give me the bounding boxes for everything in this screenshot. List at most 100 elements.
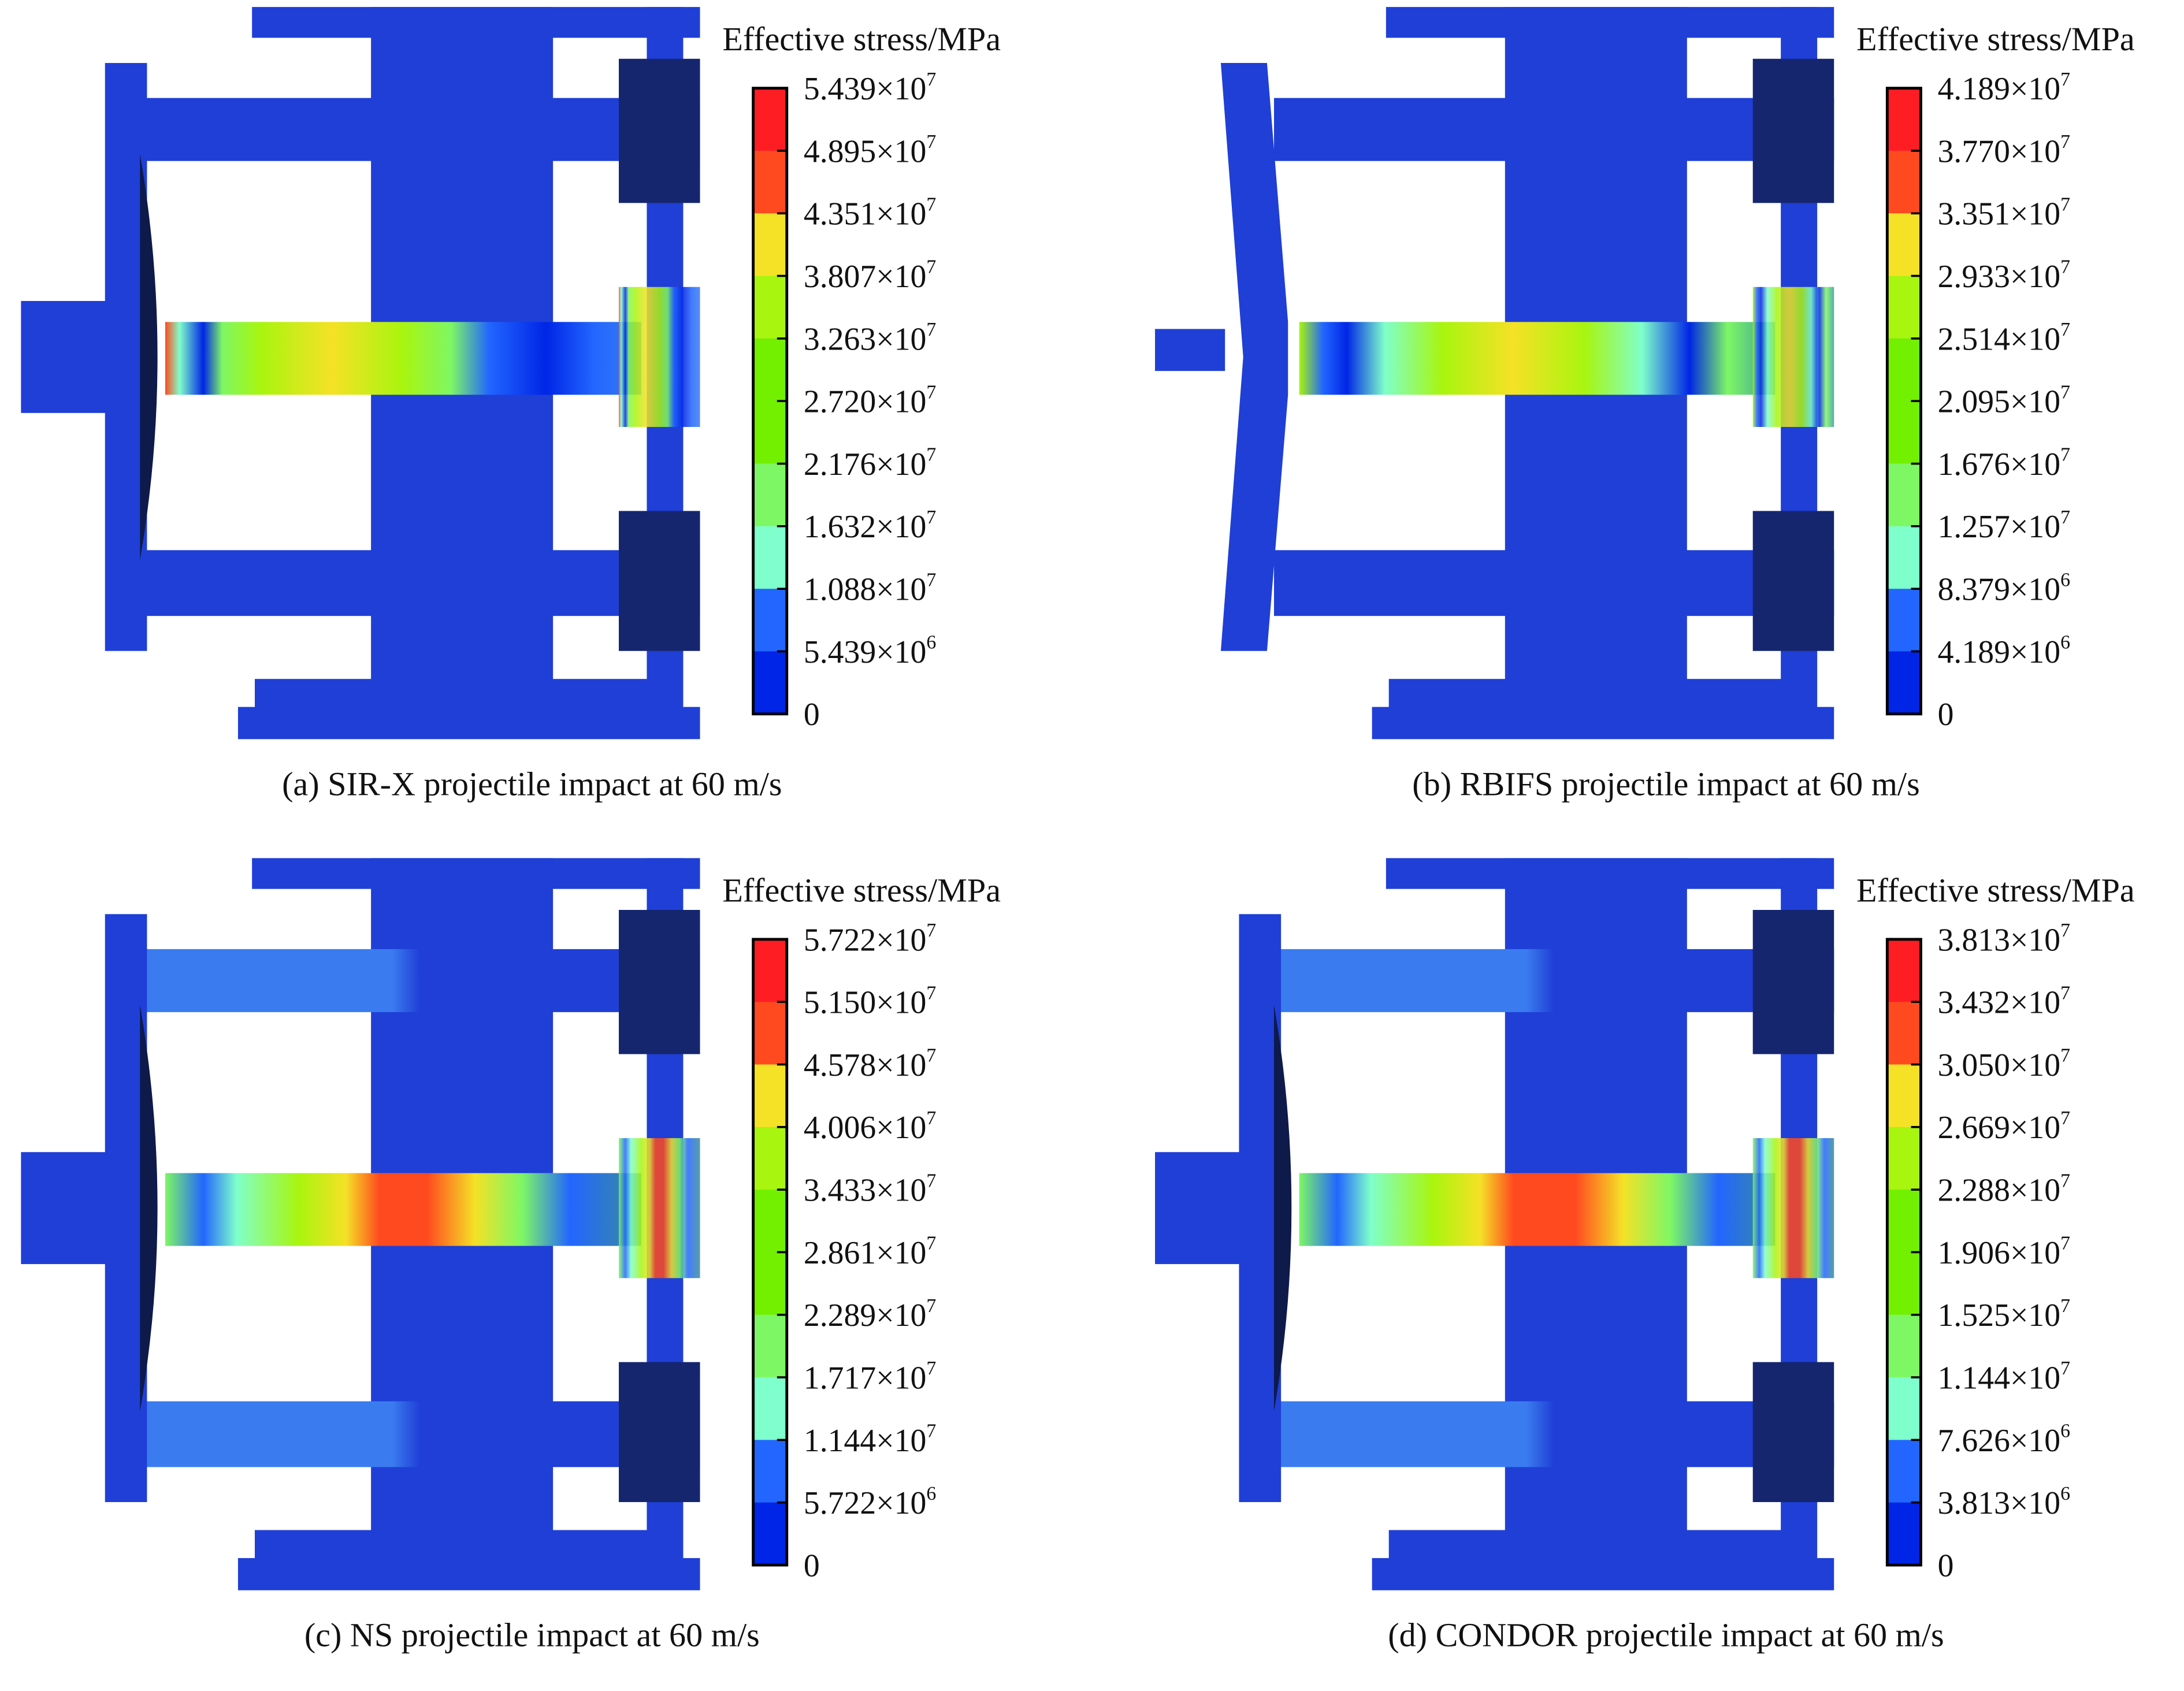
bottom-step: [255, 1530, 675, 1561]
colorbar-band: [753, 150, 787, 214]
colorbar-label: 3.263×107: [804, 319, 936, 357]
colorbar-border: [1885, 938, 1922, 1567]
right-block-middle: [619, 287, 700, 428]
colorbar-label: 5.722×107: [804, 920, 936, 958]
right-block-bottom: [619, 511, 700, 651]
right-block-middle: [1752, 1138, 1834, 1279]
bottom-beam: [1274, 550, 1834, 616]
colorbar-label: 3.770×107: [1938, 131, 2070, 169]
projectile: [21, 300, 108, 413]
top-beam: [140, 949, 700, 1012]
colorbar-border: [1885, 87, 1922, 716]
colorbar-band: [1887, 651, 1921, 715]
colorbar-label: 2.289×107: [804, 1295, 936, 1333]
colorbar-label: 1.717×107: [804, 1358, 936, 1396]
stressed-bar: [165, 322, 641, 395]
right-block-bottom: [1752, 511, 1834, 651]
colorbar-band: [753, 1127, 787, 1191]
bottom-beam: [1274, 1401, 1834, 1467]
colorbar-band: [753, 401, 787, 464]
colorbar: Effective stress/MPa3.813×1073.432×1073.…: [1856, 871, 2135, 1584]
colorbar-band: [753, 463, 787, 527]
stressed-bar: [1299, 1173, 1776, 1246]
colorbar-label: 5.439×106: [804, 632, 936, 670]
colorbar-label: 4.006×107: [804, 1107, 936, 1146]
colorbar-band: [1887, 463, 1921, 527]
colorbar-band: [753, 1440, 787, 1503]
colorbar-band: [753, 276, 787, 340]
right-block-top: [619, 910, 700, 1054]
stressed-bar: [1299, 322, 1776, 395]
colorbar-label: 3.433×107: [804, 1170, 936, 1208]
colorbar-band: [753, 1064, 787, 1128]
colorbar-label: 3.050×107: [1938, 1045, 2070, 1083]
bottom-step: [1388, 679, 1809, 710]
stressed-bar: [165, 1173, 641, 1246]
frame-structure: [21, 858, 700, 1590]
colorbar-band: [1887, 526, 1921, 590]
colorbar-label: 0: [804, 1548, 820, 1584]
colorbar-label: 4.189×107: [1938, 69, 2070, 107]
projectile: [1155, 1152, 1242, 1265]
plate-deformation: [140, 154, 158, 560]
colorbar-band: [753, 1002, 787, 1065]
colorbar-label: 4.895×107: [804, 131, 936, 169]
colorbar-border: [752, 87, 789, 716]
colorbar-band: [1887, 939, 1921, 1003]
colorbar-band: [1887, 1252, 1921, 1315]
colorbar-title: Effective stress/MPa: [722, 871, 1001, 909]
colorbar-band: [1887, 1377, 1921, 1441]
bottom-step: [255, 679, 675, 710]
panel-caption: (a) SIR-X projectile impact at 60 m/s: [282, 765, 782, 802]
colorbar-label: 0: [804, 697, 820, 733]
colorbar-band: [753, 1377, 787, 1441]
colorbar-label: 1.088×107: [804, 569, 936, 607]
colorbar-band: [753, 526, 787, 590]
colorbar-label: 1.144×107: [1938, 1358, 2070, 1396]
bottom-flange: [1372, 707, 1834, 739]
colorbar-label: 4.351×107: [804, 194, 936, 232]
colorbar-band: [1887, 1502, 1921, 1566]
bottom-beam: [140, 1401, 700, 1467]
colorbar-label: 1.676×107: [1938, 444, 2070, 482]
right-block-bottom: [619, 1362, 700, 1502]
colorbar-label: 2.669×107: [1938, 1107, 2070, 1146]
colorbar: Effective stress/MPa4.189×1073.770×1073.…: [1856, 20, 2135, 733]
colorbar-band: [1887, 1190, 1921, 1253]
colorbar-label: 1.257×107: [1938, 507, 2070, 545]
colorbar-label: 3.432×107: [1938, 982, 2070, 1020]
colorbar-band: [1887, 589, 1921, 652]
colorbar-label: 2.861×107: [804, 1233, 936, 1271]
frame-structure: [21, 7, 700, 739]
top-beam: [1274, 949, 1834, 1012]
colorbar-label: 7.626×106: [1938, 1421, 2070, 1459]
colorbar-band: [1887, 1314, 1921, 1378]
colorbar-label: 0: [1938, 1548, 1954, 1584]
target-plate: [1220, 63, 1288, 651]
bottom-flange: [1372, 1558, 1834, 1590]
colorbar-label: 2.176×107: [804, 444, 936, 482]
right-block-middle: [1752, 287, 1834, 428]
colorbar-band: [1887, 1127, 1921, 1191]
colorbar-label: 3.351×107: [1938, 194, 2070, 232]
colorbar-band: [1887, 1440, 1921, 1503]
colorbar-label: 1.632×107: [804, 507, 936, 545]
colorbar: Effective stress/MPa5.722×1075.150×1074.…: [722, 871, 1001, 1584]
colorbar-label: 1.144×107: [804, 1421, 936, 1459]
colorbar-band: [753, 939, 787, 1003]
frame-structure: [1155, 858, 1834, 1590]
colorbar-label: 2.095×107: [1938, 381, 2070, 419]
colorbar-label: 3.813×107: [1938, 920, 2070, 958]
bottom-beam: [140, 550, 700, 616]
colorbar: Effective stress/MPa5.439×1074.895×1074.…: [722, 20, 1001, 733]
colorbar-band: [1887, 88, 1921, 152]
right-block-top: [1752, 58, 1834, 203]
colorbar-label: 4.189×106: [1938, 632, 2070, 670]
bottom-flange: [237, 707, 700, 739]
colorbar-band: [1887, 1002, 1921, 1065]
